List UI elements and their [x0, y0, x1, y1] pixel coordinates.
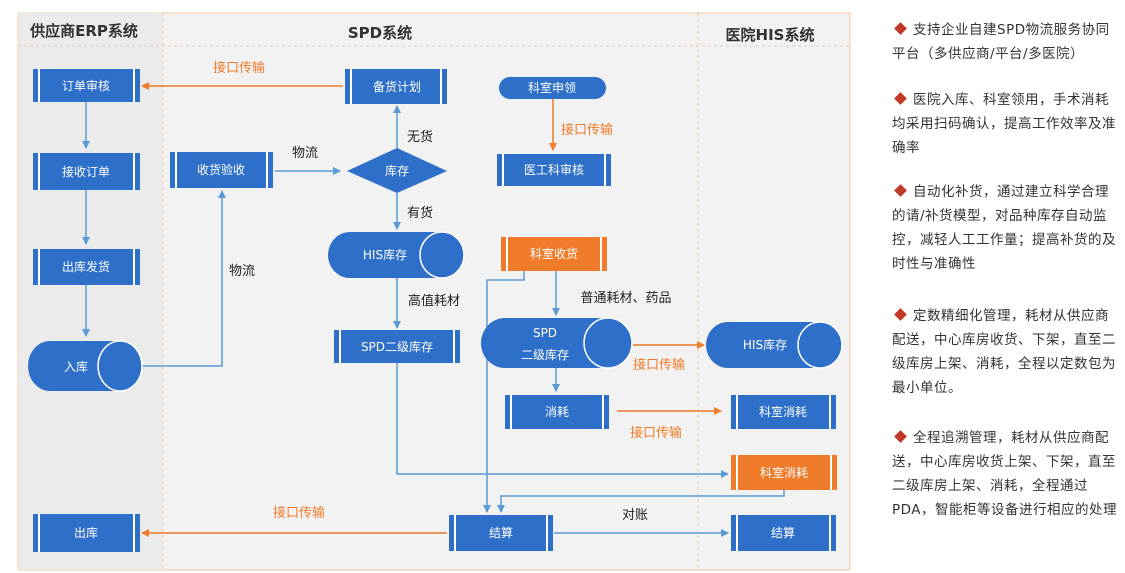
svg-text:HIS库存: HIS库存: [743, 337, 787, 352]
bullet-diamond-icon: [894, 430, 907, 443]
label-high-value: 高值耗材: [408, 293, 460, 309]
node-spd-secondary-cylinder: SPD 二级库存: [481, 317, 633, 369]
svg-text:SPD二级库存: SPD二级库存: [361, 339, 433, 354]
svg-text:科室消耗: 科室消耗: [759, 404, 807, 419]
svg-text:HIS库存: HIS库存: [363, 247, 407, 262]
note-3: 自动化补货，通过建立科学合理的请/补货模型，对品种库存自动监控，减轻人工工作量；…: [892, 184, 1116, 272]
svg-text:接收订单: 接收订单: [62, 164, 110, 179]
node-settlement-his: 结算: [731, 515, 836, 551]
arrow-secondary-to-dept-consume: [396, 363, 729, 478]
node-receipt-check: 收货验收: [170, 152, 273, 188]
section-title-erp: 供应商ERP系统: [29, 22, 138, 40]
label-interface-2: 接口传输: [561, 122, 613, 138]
svg-text:订单审核: 订单审核: [62, 78, 110, 93]
node-settlement-spd: 结算: [449, 515, 553, 551]
svg-text:科室收货: 科室收货: [530, 246, 578, 261]
bullet-diamond-icon: [894, 22, 907, 35]
label-has-stock: 有货: [407, 205, 433, 221]
svg-text:SPD: SPD: [533, 326, 557, 340]
note-5: 全程追溯管理，耗材从供应商配送，中心库房收货上架、下架，直至二级库房上架、消耗，…: [892, 430, 1118, 518]
node-dept-request: 科室申领: [499, 77, 606, 99]
node-receive-order: 接收订单: [33, 153, 140, 190]
label-interface-4: 接口传输: [630, 425, 682, 441]
bullet-diamond-icon: [894, 184, 907, 197]
label-logistics-1: 物流: [292, 146, 318, 161]
erp-column: [18, 13, 163, 570]
note-2: 医院入库、科室领用，手术消耗均采用扫码确认，提高工作效率及准确率: [892, 92, 1116, 156]
label-logistics-2: 物流: [229, 264, 255, 279]
node-his-stock: HIS库存: [706, 321, 843, 369]
node-dept-consume-1: 科室消耗: [731, 395, 836, 429]
arrow-dept-consume-to-settlement: [497, 490, 785, 513]
bullet-diamond-icon: [894, 308, 907, 321]
label-interface-3: 接口传输: [633, 357, 685, 373]
node-inventory-decision: 库存: [347, 148, 447, 193]
section-title-his: 医院HIS系统: [726, 26, 815, 44]
node-order-review: 订单审核: [33, 69, 140, 102]
node-stock-plan: 备货计划: [345, 69, 447, 104]
label-reconcile: 对账: [622, 508, 648, 523]
note-4: 定数精细化管理，耗材从供应商配送，中心库房收货、下架，直至二级库房上架、消耗，全…: [892, 308, 1116, 396]
svg-text:消耗: 消耗: [545, 405, 569, 419]
svg-text:医工科审核: 医工科审核: [524, 162, 584, 177]
svg-text:结算: 结算: [489, 525, 513, 540]
node-dept-consume-2: 科室消耗: [731, 455, 837, 490]
svg-text:备货计划: 备货计划: [373, 79, 421, 94]
svg-text:库存: 库存: [385, 163, 409, 178]
arrow-in-to-receipt: [142, 190, 226, 367]
svg-text:结算: 结算: [771, 525, 795, 540]
svg-text:科室申领: 科室申领: [528, 80, 576, 95]
section-title-spd: SPD系统: [348, 24, 412, 42]
node-spd-secondary: SPD二级库存: [334, 330, 460, 363]
svg-text:二级库存: 二级库存: [521, 347, 569, 362]
label-normal-items: 普通耗材、药品: [580, 291, 671, 306]
note-1: 支持企业自建SPD物流服务协同平台（多供应商/平台/多医院）: [892, 22, 1110, 62]
svg-text:入库: 入库: [64, 359, 88, 374]
label-no-stock: 无货: [407, 129, 433, 145]
svg-text:出库发货: 出库发货: [62, 259, 110, 274]
node-warehouse-out: 出库: [33, 514, 140, 552]
label-interface-1: 接口传输: [213, 60, 265, 76]
node-outbound-ship: 出库发货: [33, 249, 140, 285]
node-medical-review: 医工科审核: [497, 154, 611, 186]
label-interface-5: 接口传输: [273, 505, 325, 521]
svg-text:收货验收: 收货验收: [197, 162, 245, 177]
svg-text:科室消耗: 科室消耗: [760, 465, 808, 480]
svg-text:出库: 出库: [74, 525, 98, 540]
node-consume: 消耗: [505, 395, 609, 429]
node-warehouse-in: 入库: [28, 340, 143, 392]
arrow-receive-to-settlement: [483, 271, 525, 513]
node-his-stock-spd: HIS库存: [328, 231, 465, 279]
node-dept-receive: 科室收货: [501, 237, 607, 271]
bullet-diamond-icon: [894, 92, 907, 105]
